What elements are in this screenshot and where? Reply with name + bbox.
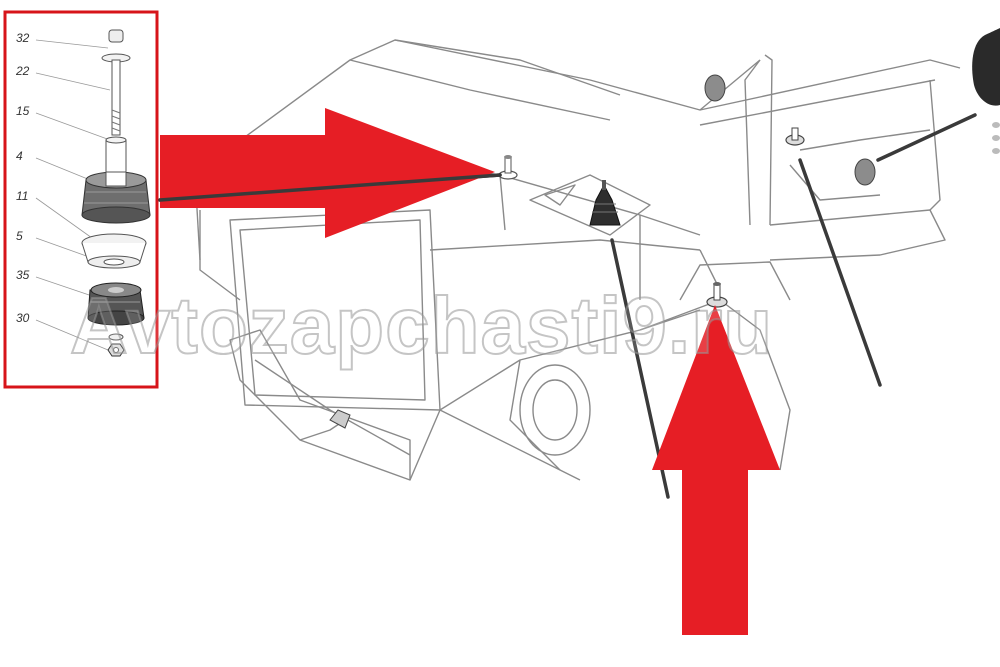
body-mount-hardware (329, 28, 1000, 429)
rear-mount-leader (798, 158, 882, 387)
rubber-bumper-icon (704, 74, 876, 186)
callout-35: 35 (16, 268, 30, 282)
callout-5: 5 (16, 229, 23, 243)
front-left-mount-icon (498, 155, 518, 180)
callout-4: 4 (16, 149, 23, 163)
red-arrow-up (652, 305, 780, 635)
nut-icon (107, 333, 125, 357)
parts-panel-frame (3, 10, 159, 389)
bumper-stop-icon (972, 28, 1000, 154)
callout-32: 32 (16, 31, 30, 45)
cup-washer-icon (81, 233, 147, 269)
lower-cushion-icon (87, 282, 145, 326)
front-right-mount-icon (706, 282, 728, 308)
rear-mount-icon (785, 127, 805, 146)
bolt-head-icon (108, 29, 124, 43)
callout-11: 11 (16, 189, 29, 203)
red-arrow-right (160, 108, 495, 238)
vehicle-body-drawing (194, 39, 961, 481)
exploded-parts (35, 29, 151, 357)
bolt-shaft-icon (111, 59, 121, 136)
callout-15: 15 (16, 104, 30, 118)
front-left-leader-overlay (158, 173, 502, 202)
bumper-stop-leader (876, 113, 977, 162)
engine-mount-icon (589, 180, 621, 226)
callout-30: 30 (16, 311, 30, 325)
rubber-cushion-icon (81, 171, 151, 224)
bottom-hook-icon (329, 409, 351, 429)
callout-22: 22 (16, 64, 30, 78)
